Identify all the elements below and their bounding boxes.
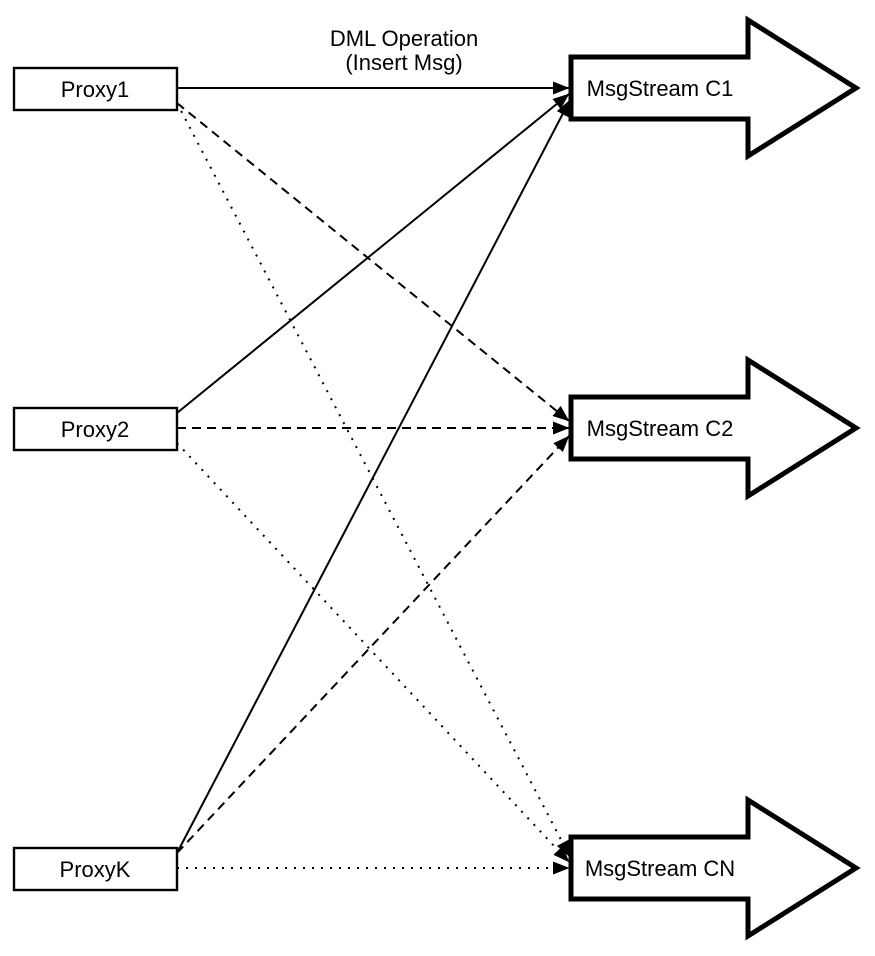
proxy2-box — [12, 406, 179, 452]
msgstream-cn-arrow — [568, 795, 861, 941]
edge-proxyk-to-c2 — [176, 435, 570, 854]
edge-proxy2-to-c1 — [176, 93, 570, 414]
msgstream-c1-label: MsgStream C1 — [587, 76, 734, 101]
proxy1-box — [12, 66, 179, 112]
msgstream-c2-label: MsgStream C2 — [587, 416, 734, 441]
msgstream-cn-label: MsgStream CN — [585, 856, 735, 881]
msgstream-c1-arrow — [568, 15, 861, 161]
proxyk-box — [12, 846, 179, 892]
annotation-line1: DML Operation — [330, 26, 478, 51]
proxy-nodes — [12, 66, 179, 892]
edge-proxyk-to-c1 — [176, 99, 571, 854]
proxy2-label: Proxy2 — [61, 417, 129, 442]
labels: DML Operation (Insert Msg) Proxy1 Proxy2… — [60, 26, 736, 882]
proxy1-label: Proxy1 — [61, 77, 129, 102]
annotation-line2: (Insert Msg) — [345, 50, 462, 75]
edge-proxy2-to-cn — [176, 442, 570, 863]
edge-proxy1-to-c2 — [176, 102, 570, 422]
msgstream-shapes — [568, 15, 861, 941]
proxyk-label: ProxyK — [60, 857, 131, 882]
edge-proxy1-to-cn — [176, 102, 571, 858]
edges — [176, 81, 571, 875]
msgstream-c2-arrow — [568, 355, 861, 501]
